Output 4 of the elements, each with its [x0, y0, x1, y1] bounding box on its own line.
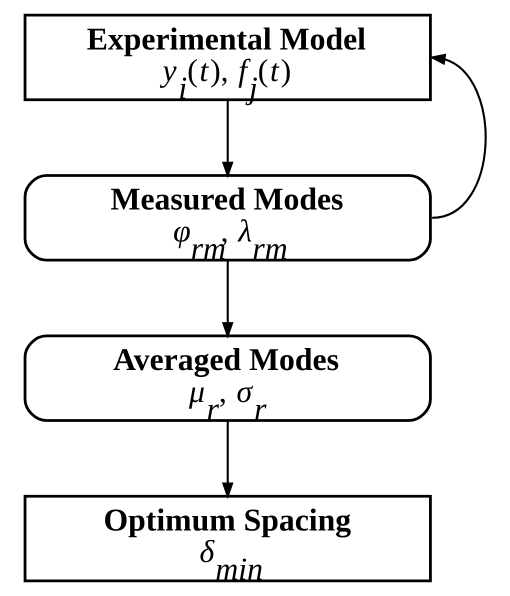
arrow	[221, 260, 234, 339]
arrow	[221, 100, 234, 178]
arrow	[428, 54, 486, 219]
arrow	[221, 421, 234, 500]
